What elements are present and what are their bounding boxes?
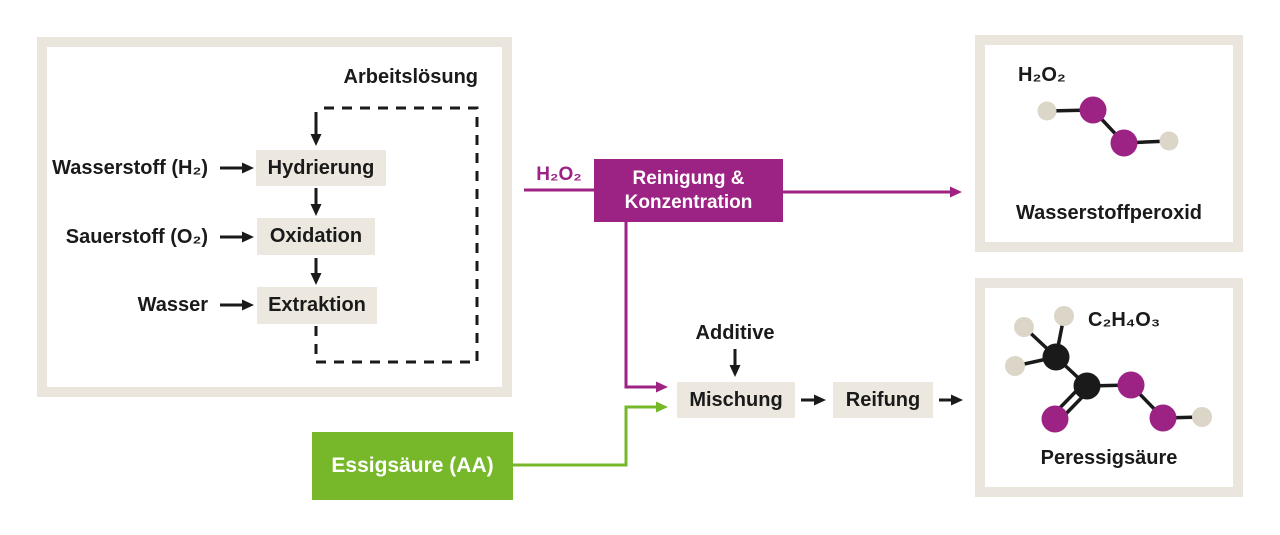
- additive-label: Additive: [695, 322, 775, 344]
- step-box-reifung: Reifung: [833, 382, 933, 418]
- working-solution-title: Arbeitslösung: [343, 66, 478, 88]
- process-box-line2: Konzentration: [624, 191, 753, 213]
- essigsaeure-box: Essigsäure (AA): [312, 432, 513, 500]
- arrow-essigsaeure-to-mischung: [513, 401, 668, 467]
- step-box-oxidation: Oxidation: [257, 218, 375, 255]
- process-box-reinigung-konzentration: Reinigung & Konzentration: [594, 159, 783, 222]
- input-label-wasserstoff: Wasserstoff (H₂): [52, 157, 208, 179]
- hydrogen-peroxide-panel: [975, 35, 1243, 252]
- h2o2-stream-label: H₂O₂: [536, 164, 582, 185]
- input-label-wasser: Wasser: [137, 294, 208, 316]
- arrow-reinigung-to-mischung: [624, 222, 668, 393]
- step-box-hydrierung: Hydrierung: [256, 150, 386, 186]
- wasserstoffperoxid-name: Wasserstoffperoxid: [1016, 202, 1202, 224]
- peressigsaeure-name: Peressigsäure: [1040, 447, 1178, 469]
- c2h4o3-formula-label: C₂H₄O₃: [1088, 309, 1161, 331]
- process-box-line1: Reinigung &: [632, 167, 745, 189]
- working-solution-panel: [37, 37, 512, 397]
- step-box-mischung: Mischung: [677, 382, 795, 418]
- step-box-extraktion: Extraktion: [257, 287, 377, 324]
- input-label-sauerstoff: Sauerstoff (O₂): [65, 226, 208, 248]
- h2o2-formula-label: H₂O₂: [1018, 64, 1066, 86]
